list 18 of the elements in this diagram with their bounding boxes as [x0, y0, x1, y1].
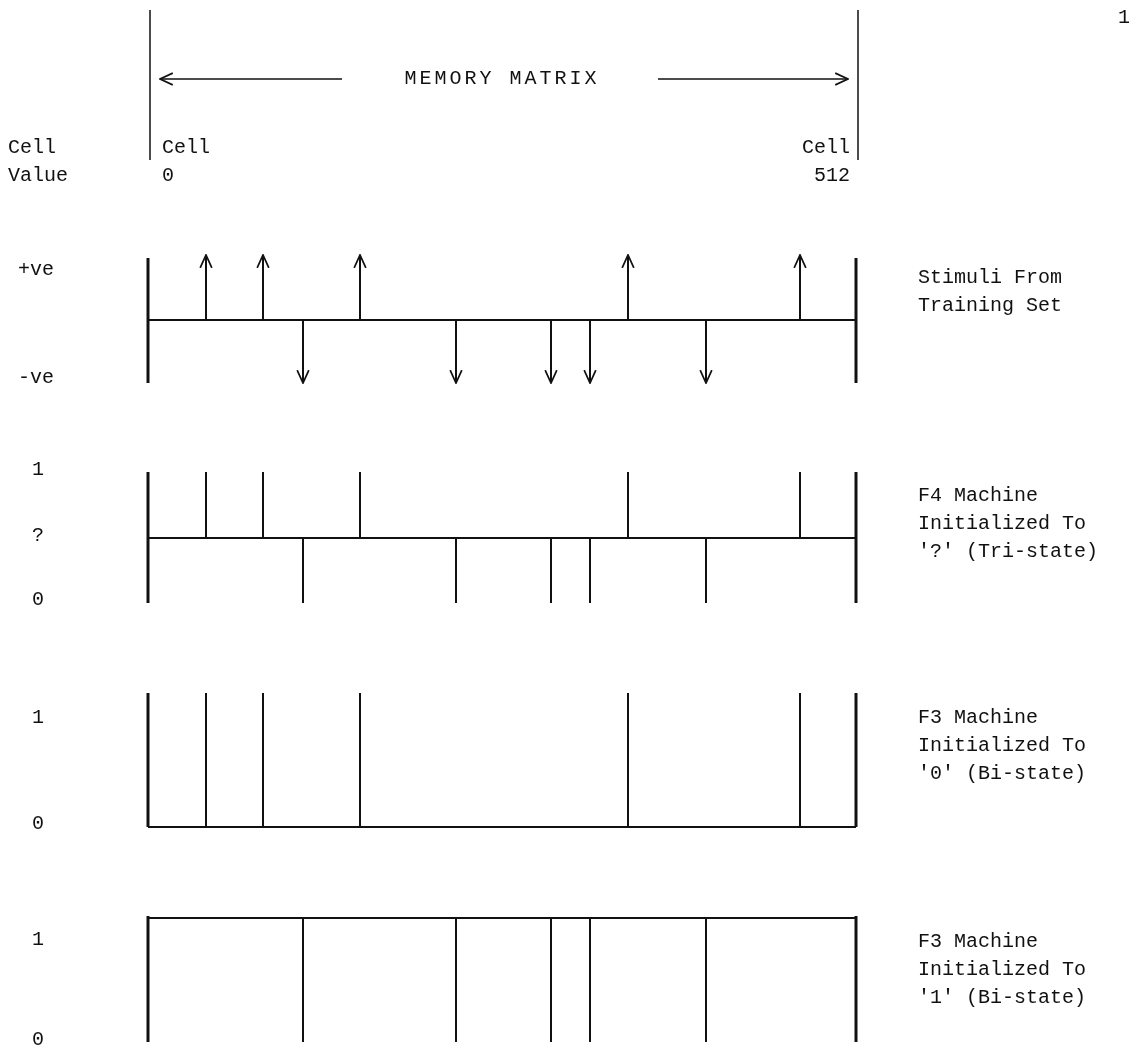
axis-tick-label: +ve [18, 257, 55, 283]
axis-tick-label: 0 [32, 811, 45, 837]
axis-label: Cell 512 [801, 135, 850, 189]
row-description: F4 Machine Initialized To '?' (Tri-state) [918, 483, 1100, 565]
axis-tick-label: 1 [32, 705, 45, 731]
axis-title: MEMORY MATRIX [403, 66, 601, 92]
axis-label: Cell Value [8, 135, 69, 189]
page-number: 1 [1117, 5, 1130, 31]
axis-label: Cell 0 [162, 135, 211, 189]
axis-tick-label: 0 [32, 587, 45, 613]
axis-tick-label: 1 [32, 457, 45, 483]
axis-tick-label: 1 [32, 927, 45, 953]
row-description: F3 Machine Initialized To '0' (Bi-state) [918, 705, 1088, 787]
row-description: F3 Machine Initialized To '1' (Bi-state) [918, 929, 1088, 1011]
row-description: Stimuli From Training Set [918, 265, 1064, 319]
axis-tick-label: -ve [18, 365, 55, 391]
axis-tick-label: ? [32, 523, 45, 549]
axis-tick-label: 0 [32, 1027, 45, 1053]
